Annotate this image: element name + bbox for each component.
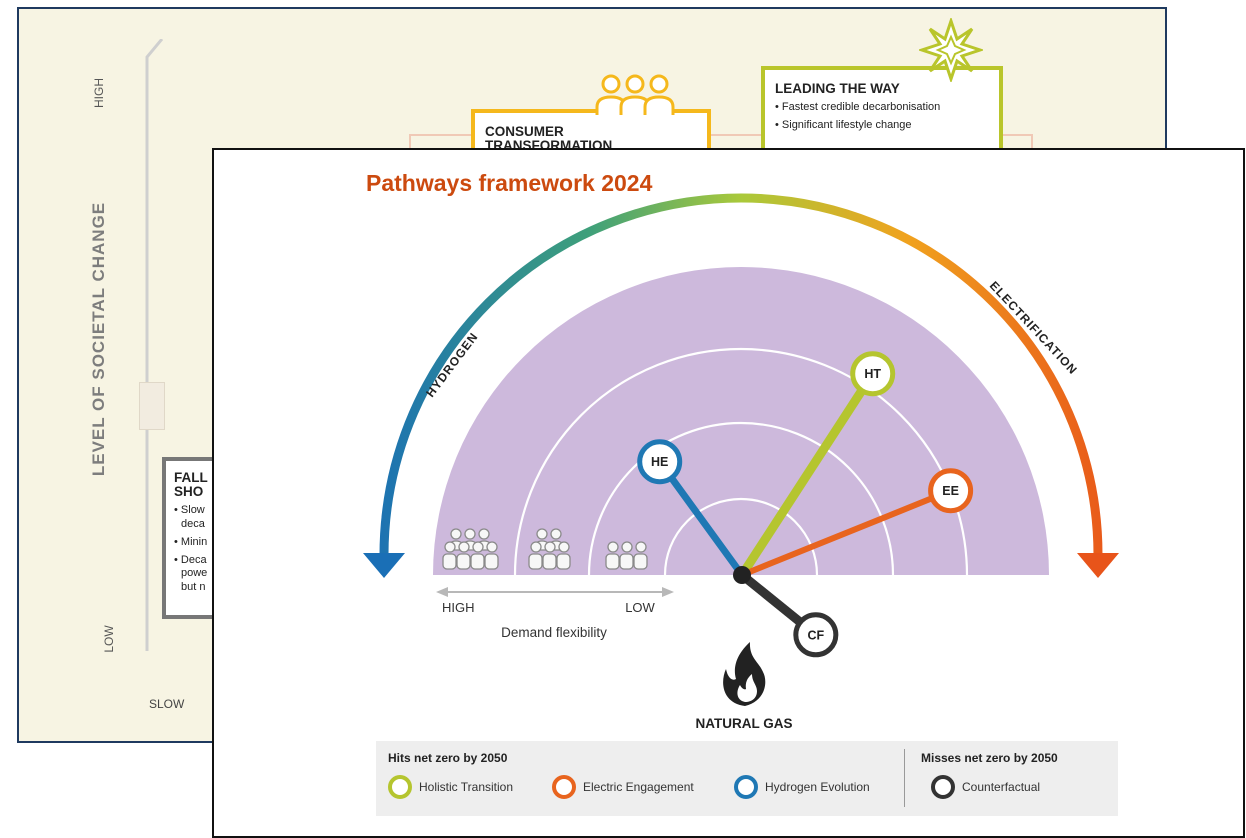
star-icon — [919, 18, 983, 82]
legend-item-counterfactual: Counterfactual — [931, 775, 1040, 799]
badge-label: HT — [864, 367, 881, 381]
badge-ring — [793, 612, 839, 658]
card-bullet: powe — [181, 567, 208, 580]
card-title-line: SHO — [174, 484, 204, 500]
badge-he: HE — [637, 439, 683, 485]
needle-he — [656, 459, 745, 578]
demand-low-label: LOW — [625, 600, 655, 615]
badge-cf: CF — [793, 612, 839, 658]
badge-label: CF — [807, 628, 824, 642]
demand-arrowhead-left — [436, 587, 448, 597]
legend-label: Holistic Transition — [419, 780, 514, 794]
legend-label: Hydrogen Evolution — [765, 780, 870, 794]
right-arrowhead — [1077, 553, 1119, 578]
pathways-diagram: HYDROGEN ELECTRIFICATION HIGH LOW — [363, 193, 1119, 731]
legend-divider — [904, 749, 905, 807]
electrification-label: ELECTRIFICATION — [987, 278, 1081, 377]
card-bullet: deca — [181, 518, 205, 531]
purple-half-disc — [433, 267, 1049, 575]
connector-line — [409, 134, 473, 156]
card-title-line: CONSUMER — [485, 124, 564, 139]
legend-ring-icon — [388, 775, 412, 799]
legend-hits-title: Hits net zero by 2050 — [388, 751, 508, 765]
badge-ring — [637, 439, 683, 485]
demand-flexibility-caption: Demand flexibility — [501, 625, 607, 640]
legend-misses-title: Misses net zero by 2050 — [921, 751, 1058, 765]
needle-pivot — [733, 566, 751, 584]
legend-ring-icon — [734, 775, 758, 799]
legend-label: Counterfactual — [962, 780, 1041, 794]
y-axis-low-label: LOW — [102, 625, 116, 653]
badge-ring — [850, 351, 896, 397]
card-bullet: • Significant lifestyle change — [775, 118, 912, 131]
y-axis-label: LEVEL OF SOCIETAL CHANGE — [89, 201, 108, 477]
needle-ee — [740, 487, 952, 578]
card-bullet: • Deca — [174, 553, 207, 566]
pathways-framework-slide: Pathways framework 2024 HYDROGEN ELECTRI… — [212, 148, 1245, 838]
card-title-line: FALL — [174, 470, 208, 485]
pathway-badges: HT HE EE CF — [637, 351, 974, 658]
legend: Hits net zero by 2050 Misses net zero by… — [376, 741, 1118, 816]
natural-gas-label: NATURAL GAS — [696, 716, 793, 731]
card-bullet: • Minin — [174, 535, 208, 548]
badge-ht: HT — [850, 351, 896, 397]
connector-line — [711, 134, 761, 136]
badge-ring — [928, 468, 974, 514]
card-bullet: but n — [181, 581, 206, 594]
people-icon-high — [442, 528, 499, 570]
people-icon-medium — [528, 528, 571, 570]
legend-item-holistic-transition: Holistic Transition — [388, 775, 513, 799]
connector-line — [1003, 134, 1033, 156]
x-axis-slow-label: SLOW — [149, 697, 185, 711]
badge-label: EE — [942, 484, 959, 498]
legend-item-hydrogen-evolution: Hydrogen Evolution — [734, 775, 870, 799]
y-axis-high-label: HIGH — [92, 78, 106, 108]
needle-ht — [738, 371, 877, 578]
vertical-axis-line — [145, 39, 163, 651]
legend-item-electric-engagement: Electric Engagement — [552, 775, 694, 799]
card-title: LEADING THE WAY — [775, 81, 900, 96]
badge-ee: EE — [928, 468, 974, 514]
slide-title: Pathways framework 2024 — [366, 170, 653, 196]
concentric-rings — [513, 347, 969, 576]
flame-icon — [723, 642, 766, 706]
left-arrowhead — [363, 553, 405, 578]
legend-label: Electric Engagement — [583, 780, 694, 794]
legend-ring-icon — [552, 775, 576, 799]
badge-label: HE — [651, 455, 668, 469]
pathway-needles — [656, 371, 952, 639]
demand-high-label: HIGH — [442, 600, 475, 615]
axis-marker — [139, 382, 165, 430]
people-icon-low — [605, 541, 648, 570]
legend-ring-icon — [931, 775, 955, 799]
card-bullet: • Slow — [174, 504, 205, 517]
direction-arc — [379, 193, 1103, 556]
people-icon — [595, 74, 675, 115]
card-bullet: • Fastest credible decarbonisation — [775, 101, 941, 114]
demand-arrowhead-right — [662, 587, 674, 597]
